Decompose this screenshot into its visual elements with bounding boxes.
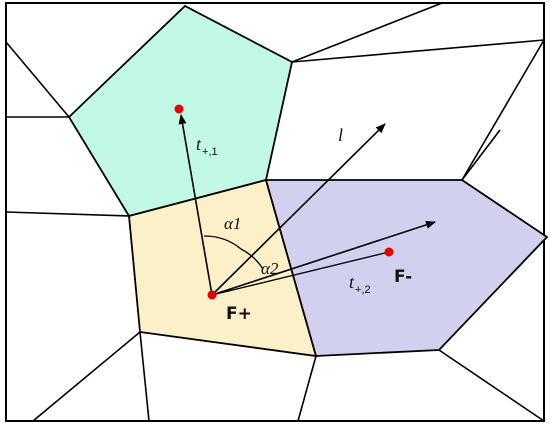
label-alpha1: α1 <box>224 214 241 233</box>
l-vector <box>211 123 386 296</box>
label-t1: t+,1 <box>196 134 218 158</box>
label-f-minus: F- <box>394 267 412 287</box>
label-f-plus: F+ <box>226 304 252 324</box>
f-plus-point <box>207 290 217 300</box>
t1-vector <box>178 114 213 296</box>
label-l: l <box>338 125 343 145</box>
label-t2: t+,2 <box>349 272 371 296</box>
voronoi-edges <box>5 2 545 422</box>
label-alpha2: α2 <box>261 259 279 278</box>
cell-f-minus <box>264 179 549 357</box>
f-minus-point <box>384 247 394 257</box>
alpha2-arc <box>240 248 264 270</box>
alpha1-arc <box>203 235 242 250</box>
neighbor-point <box>174 104 184 114</box>
t2-vector <box>211 220 436 296</box>
f-plus-f-minus-line <box>211 251 390 296</box>
